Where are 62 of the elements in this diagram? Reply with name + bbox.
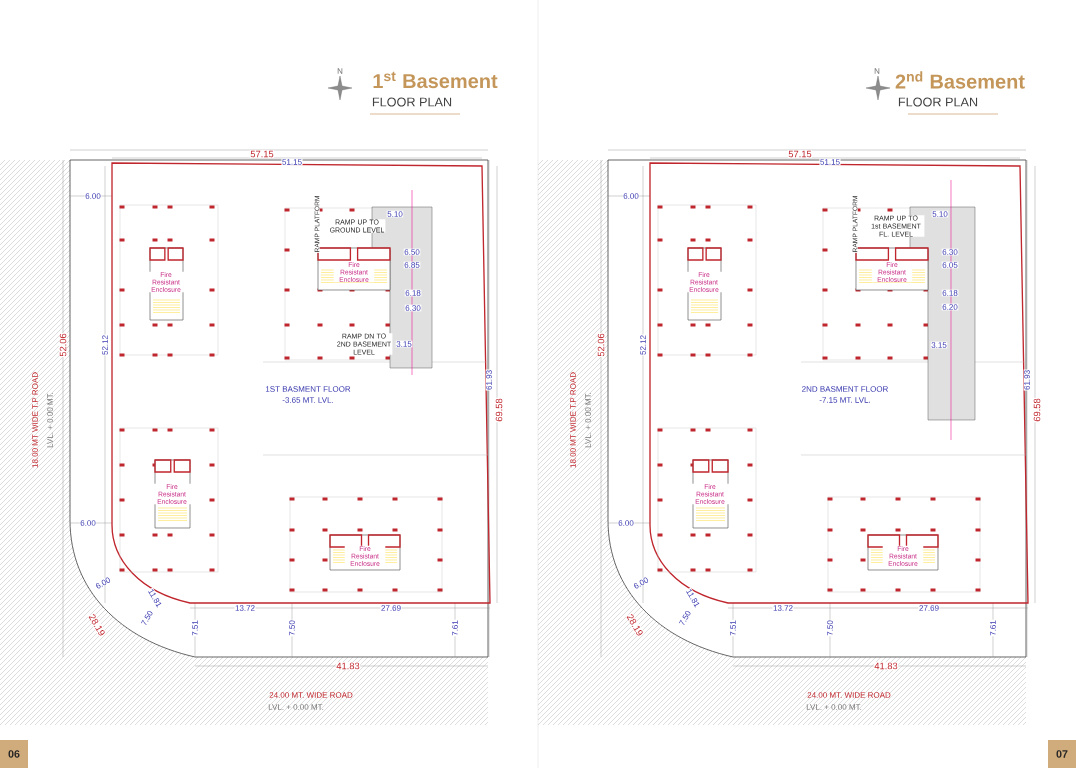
floor-label: 1ST BASMENT FLOOR xyxy=(265,386,351,392)
floor-label: -7.15 MT. LVL. xyxy=(819,397,870,403)
dimension-label: 3.15 xyxy=(930,341,948,349)
dimension-label: 3.15 xyxy=(395,340,413,348)
dimension-label: 6.85 xyxy=(403,261,421,269)
dimension-label: 6.30 xyxy=(404,304,422,312)
level-label: LVL. + 0.00 MT. xyxy=(268,704,324,710)
level-label: LVL. + 0.00 MT. xyxy=(585,392,591,448)
dimension-label: 6.20 xyxy=(941,303,959,311)
road-label: 24.00 MT. WIDE ROAD xyxy=(807,692,891,698)
floor-label: -3.65 MT. LVL. xyxy=(282,397,333,403)
level-label: LVL. + 0.00 MT. xyxy=(47,392,53,448)
dimension-label: 6.50 xyxy=(403,248,421,256)
dimension-label: 52.06 xyxy=(597,332,605,358)
dimension-label: 27.69 xyxy=(380,604,402,612)
subheading: FLOOR PLAN xyxy=(372,97,452,107)
dimension-label: 51.15 xyxy=(819,158,841,166)
dimension-label: 7.50 xyxy=(826,619,834,637)
dimension-label: 5.10 xyxy=(386,210,404,218)
compass-letter: N xyxy=(874,68,880,74)
dimension-label: 6.00 xyxy=(632,575,650,591)
dimension-label: 13.72 xyxy=(772,604,794,612)
dimension-label: 41.83 xyxy=(335,662,361,670)
dimension-label: 52.06 xyxy=(59,332,67,358)
dimension-label: 6.00 xyxy=(617,519,635,527)
dimension-label: 6.05 xyxy=(941,261,959,269)
dimension-label: 7.51 xyxy=(729,619,737,637)
page-number: 06 xyxy=(0,740,28,768)
dimension-label: 6.00 xyxy=(84,192,102,200)
dimension-label: 5.10 xyxy=(931,210,949,218)
dimension-label: 6.00 xyxy=(622,192,640,200)
dimension-label: 13.72 xyxy=(234,604,256,612)
road-label: 24.00 MT. WIDE ROAD xyxy=(269,692,353,698)
dimension-label: 6.00 xyxy=(94,575,112,591)
subheading: FLOOR PLAN xyxy=(898,97,978,107)
road-label: 18.00 MT WIDE T.P ROAD xyxy=(570,372,576,468)
dimension-label: 27.69 xyxy=(918,604,940,612)
dimension-label: 41.83 xyxy=(873,662,899,670)
compass-letter: N xyxy=(337,68,343,74)
dimension-label: 7.50 xyxy=(288,619,296,637)
dimension-label: 57.15 xyxy=(787,150,813,158)
dimension-label: 69.58 xyxy=(1033,397,1041,423)
dimension-label: 7.51 xyxy=(191,619,199,637)
level-label: LVL. + 0.00 MT. xyxy=(806,704,862,710)
dimension-label: 52.12 xyxy=(101,334,109,356)
dimension-label: 6.18 xyxy=(404,289,422,297)
dimension-label: 6.00 xyxy=(79,519,97,527)
dimension-label: 61.93 xyxy=(1023,369,1031,391)
dimension-label: 6.30 xyxy=(941,248,959,256)
dimension-label: 61.93 xyxy=(485,369,493,391)
heading: 2$^{nd}$ Basement xyxy=(895,71,1025,89)
page-number: 07 xyxy=(1048,740,1076,768)
floor-label: 2ND BASMENT FLOOR xyxy=(802,386,888,392)
dimension-label: 52.12 xyxy=(639,334,647,356)
heading: 1$^{st}$ Basement xyxy=(373,71,498,89)
dimension-label: 69.58 xyxy=(495,397,503,423)
dimension-label: 6.18 xyxy=(941,289,959,297)
dimension-label: 51.15 xyxy=(281,158,303,166)
road-label: 18.00 MT WIDE T.P ROAD xyxy=(32,372,38,468)
dimension-label: 57.15 xyxy=(249,150,275,158)
dimension-label: 7.61 xyxy=(451,619,459,637)
dimension-label: 7.61 xyxy=(989,619,997,637)
